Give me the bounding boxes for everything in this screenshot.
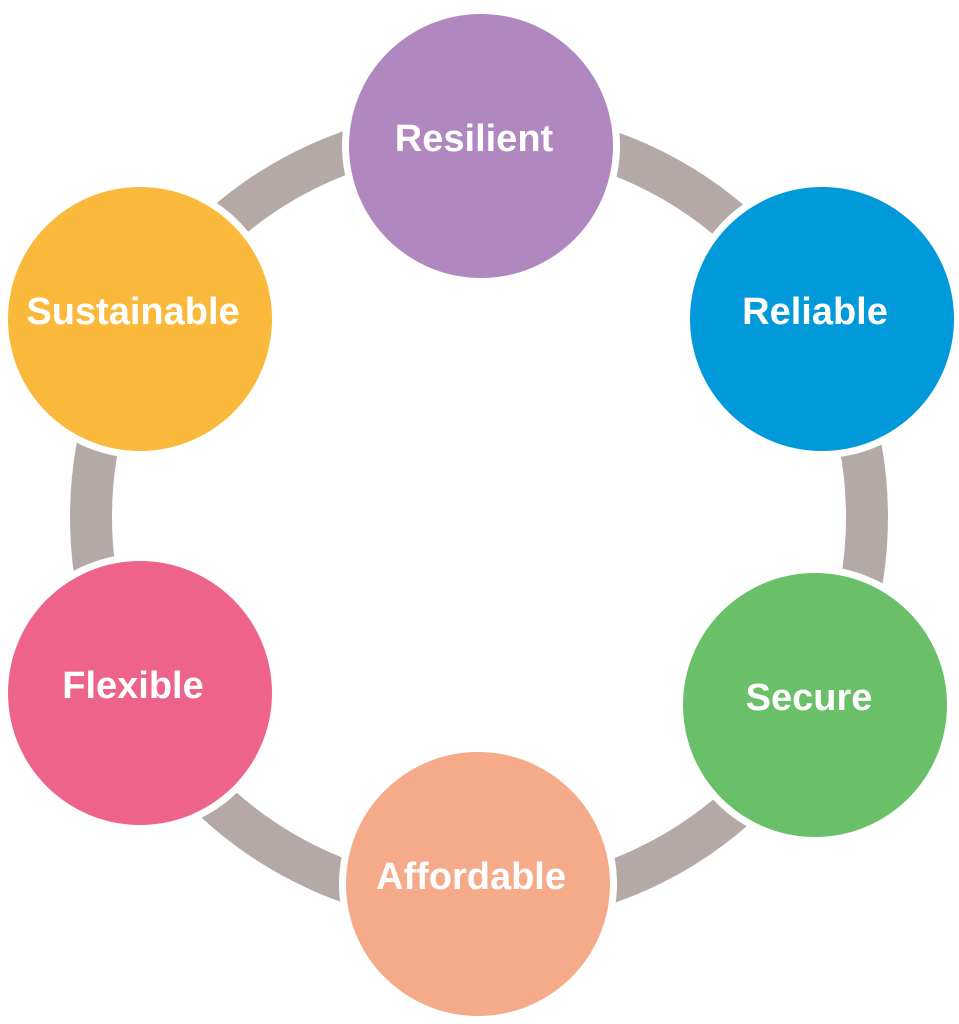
node-secure: Secure: [676, 566, 954, 844]
node-affordable: Affordable: [339, 745, 617, 1023]
node-reliable-label: Reliable: [742, 291, 888, 333]
node-secure-circle: [683, 573, 947, 837]
node-affordable-circle: [346, 752, 610, 1016]
node-sustainable-label: Sustainable: [26, 291, 239, 333]
node-sustainable-circle: [8, 187, 272, 451]
node-resilient: Resilient: [342, 7, 620, 285]
node-reliable-circle: [690, 187, 954, 451]
node-sustainable: Sustainable: [1, 180, 279, 458]
node-flexible-label: Flexible: [62, 665, 204, 707]
node-flexible-circle: [8, 561, 272, 825]
node-reliable: Reliable: [683, 180, 959, 458]
node-resilient-circle: [349, 14, 613, 278]
node-flexible: Flexible: [1, 554, 279, 832]
node-affordable-label: Affordable: [376, 856, 566, 898]
node-secure-label: Secure: [746, 677, 873, 719]
node-resilient-label: Resilient: [395, 118, 554, 160]
